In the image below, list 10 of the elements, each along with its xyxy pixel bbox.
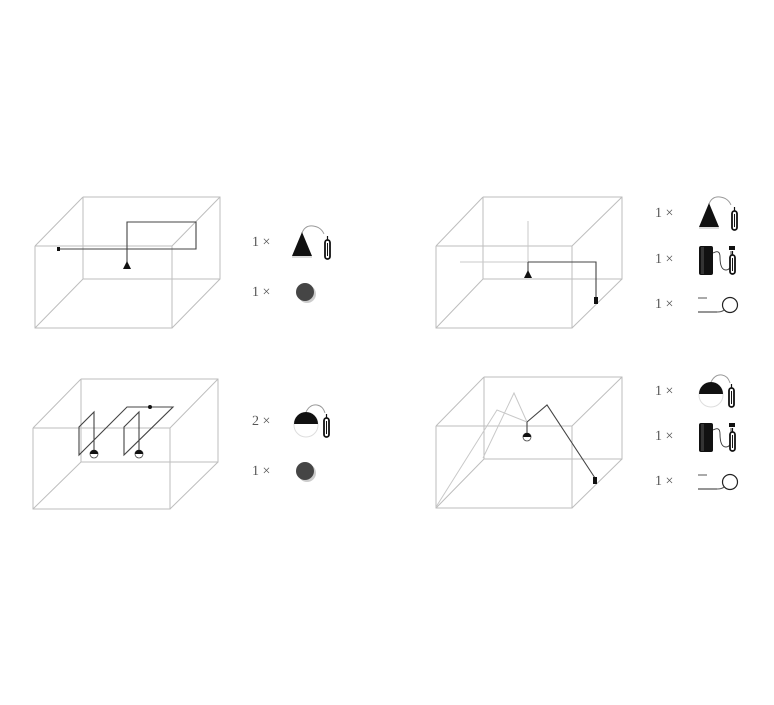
quantity-label: 2 × [252, 414, 270, 430]
quantity-label: 1 × [655, 384, 674, 400]
quantity-label: 1 × [655, 297, 674, 313]
quantity-label: 1 × [252, 235, 270, 251]
quantity-label: 1 × [655, 474, 674, 490]
quantity-label: 1 × [252, 285, 270, 301]
quantity-label: 1 × [655, 252, 674, 268]
quantity-label: 1 × [655, 429, 674, 445]
quantity-label: 1 × [655, 206, 674, 222]
quantity-label: 1 × [252, 464, 270, 480]
